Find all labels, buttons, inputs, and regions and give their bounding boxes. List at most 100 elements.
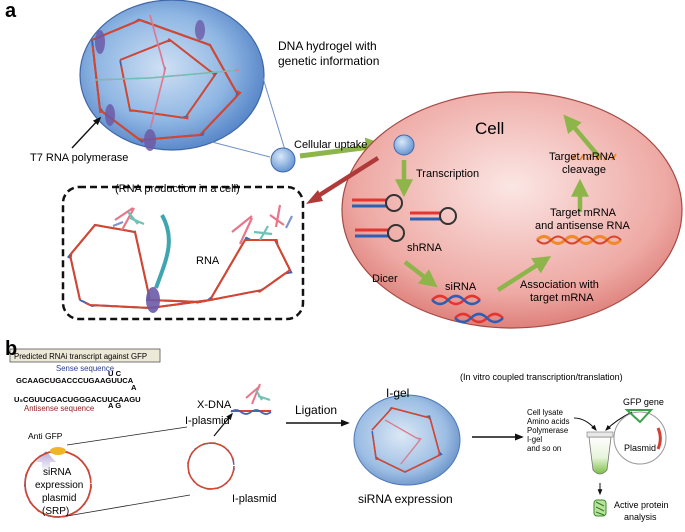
active-protein-line2: analysis: [624, 512, 657, 522]
antisense-sequence: U₅CGUUCGACUGGGACUUCAAGU: [14, 395, 141, 404]
production-arrow: [316, 156, 380, 198]
reagent-arrow: [573, 417, 597, 431]
gfp-plasmid: [613, 411, 667, 465]
dna-strand: [384, 419, 422, 465]
panel-b-label: b: [5, 338, 17, 360]
reagent-item: I-gel: [527, 435, 542, 444]
panel-a-label: a: [5, 0, 17, 22]
x-dna-motif: [112, 207, 145, 231]
anti-gfp-insert: [50, 447, 66, 455]
hydrogel-in-cell: [393, 134, 415, 156]
i-gel-label: I-gel: [386, 386, 409, 400]
sense-sequence-label: Sense sequence: [56, 364, 114, 373]
dna-hydrogel: [79, 0, 265, 151]
sense-sequence: GCAAGCUGACCCUGAAGUUCA: [16, 376, 134, 385]
hydrogel-title-line2: genetic information: [278, 54, 379, 68]
anti-gfp-label: Anti GFP: [28, 431, 63, 441]
rna-label: RNA: [196, 255, 220, 267]
x-dna-linear: [230, 383, 272, 415]
ligation-label: Ligation: [295, 403, 337, 417]
polymerase-blob: [95, 30, 105, 54]
hydrogel-title-line1: DNA hydrogel with: [278, 39, 377, 53]
dna-loop: [66, 223, 293, 310]
srp-line3: plasmid: [42, 493, 76, 504]
gfp-gene-icon: [624, 409, 654, 424]
dna-strand: [69, 223, 291, 309]
dna-strand: [24, 449, 92, 518]
sirna-label: siRNA: [445, 281, 477, 293]
polymerase-blob: [195, 20, 205, 40]
dna-strand: [187, 442, 235, 490]
reagent-item: Amino acids: [527, 417, 570, 426]
gfp-protein-icon: [593, 499, 607, 517]
gfp-gene-segment: [656, 427, 662, 450]
loop-bottom: A G: [108, 401, 121, 410]
cleavage-line2: cleavage: [562, 164, 606, 176]
rna-production-label: (RNA production in a cell): [115, 183, 240, 195]
t7-pointer-arrow: [71, 116, 102, 149]
uptake-arrow: [299, 137, 386, 159]
reagent-item: and so on: [527, 444, 561, 453]
hydrogel-particle: [270, 147, 296, 173]
target-antisense-line1: Target mRNA: [550, 207, 617, 219]
dna-strand: [149, 14, 167, 127]
x-dna-label: X-DNA: [197, 399, 232, 411]
srp-line4: (SRP): [42, 506, 69, 517]
zoom-line: [66, 426, 188, 446]
cell-label: Cell: [475, 119, 504, 138]
shrna-hairpin: [352, 194, 403, 212]
srp-line2: expression: [35, 480, 83, 491]
t7-polymerase-in-box: [146, 287, 160, 313]
cleavage-arrow: [563, 114, 602, 160]
production-arrowhead: [306, 190, 323, 204]
srp-line1: siRNA: [43, 467, 72, 478]
t7-polymerase-label: T7 RNA polymerase: [30, 152, 128, 164]
polymerase-blob: [144, 129, 156, 151]
plasmid-label: Plasmid: [624, 443, 656, 453]
association-line1: Association with: [520, 279, 599, 291]
i-gel-network: [371, 406, 443, 473]
i-plasmid-bottom-label: I-plasmid: [232, 493, 277, 505]
dicer-arrow: [403, 260, 438, 288]
antisense-sequence-label: Antisense sequence: [24, 404, 94, 413]
rna-transcript: [154, 214, 171, 289]
sirna-helix: [431, 294, 481, 306]
x-dna-motif: [231, 204, 293, 245]
loop-a: A: [131, 383, 137, 392]
gfp-arrow: [605, 411, 633, 431]
shrna-label: shRNA: [407, 242, 443, 254]
target-antisense-line2: and antisense RNA: [535, 220, 630, 232]
predicted-transcript-box: [9, 348, 161, 363]
loop-top: U C: [108, 369, 122, 378]
dna-strand: [371, 407, 441, 473]
in-vitro-label: (In vitro coupled transcription/translat…: [460, 372, 623, 382]
reagent-item: Polymerase: [527, 426, 568, 435]
cleavage-line1: Target mRNA: [549, 151, 616, 163]
srp-plasmid: [23, 449, 92, 518]
polymerase-blob: [105, 104, 115, 126]
dna-strand: [94, 69, 236, 81]
dna-strand: [66, 223, 293, 310]
zoom-line: [211, 141, 271, 158]
transcription-label: Transcription: [416, 168, 479, 180]
predicted-transcript-title: Predicted RNAi transcript against GFP: [14, 352, 147, 361]
gfp-gene-label: GFP gene: [623, 397, 664, 407]
zoom-line: [251, 41, 286, 151]
iplasmid-arrow: [213, 412, 233, 437]
hydrogel-dna-network: [91, 14, 242, 143]
rna-production-box: [61, 185, 305, 321]
i-gel-sphere: [353, 394, 461, 486]
zoom-line: [66, 494, 191, 517]
dna-strand: [91, 19, 242, 141]
shrna-hairpin: [355, 224, 405, 242]
dna-strand: [119, 38, 216, 120]
cellular-uptake-label: Cellular uptake: [294, 139, 367, 151]
target-mrna-duplex: [535, 235, 623, 245]
dicer-label: Dicer: [372, 273, 398, 285]
i-plasmid-ring: [187, 442, 235, 490]
cleaved-mrna: [571, 153, 617, 161]
reagent-item: Cell lysate: [527, 408, 563, 417]
active-protein-line1: Active protein: [614, 500, 669, 510]
association-arrow: [496, 256, 552, 292]
